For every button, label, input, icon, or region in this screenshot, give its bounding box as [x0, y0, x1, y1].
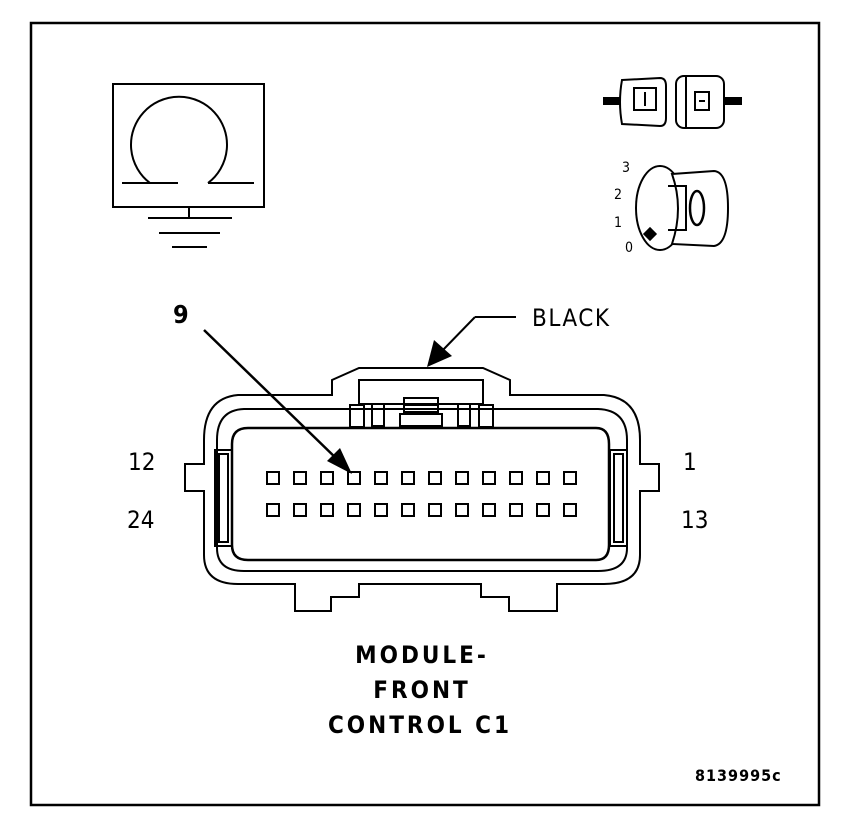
- pin-cavity: [455, 503, 469, 517]
- pin-cavity: [509, 503, 523, 517]
- connector-title-line1: MODULE-: [355, 641, 489, 669]
- pin-cavity: [401, 503, 415, 517]
- pin-cavity: [536, 503, 550, 517]
- connector-title-line3: CONTROL C1: [328, 711, 512, 739]
- ground-symbol-icon: [112, 83, 265, 248]
- pin-label-1: 1: [683, 448, 697, 476]
- pin-cavity-grid: [266, 471, 577, 517]
- pin-cavity: [374, 503, 388, 517]
- pin-cavity: [428, 471, 442, 485]
- pin-cavity: [536, 471, 550, 485]
- pin-cavity: [482, 503, 496, 517]
- pin-cavity: [482, 471, 496, 485]
- pin-cavity: [347, 503, 361, 517]
- pin-cavity: [293, 503, 307, 517]
- pin-cavity: [563, 503, 577, 517]
- pin-cavity: [266, 471, 280, 485]
- pin-cavity: [401, 471, 415, 485]
- figure-id: 8139995c: [695, 766, 782, 785]
- pin-callout-number: 9: [173, 300, 189, 329]
- pin-9-callout-arrow: [203, 329, 352, 474]
- pin-cavity: [374, 471, 388, 485]
- ignition-position-1: 1: [614, 215, 622, 231]
- connector-title-line2: FRONT: [373, 676, 471, 704]
- ignition-position-3: 3: [622, 160, 630, 176]
- pin-label-24: 24: [127, 506, 154, 534]
- pin-cavity: [509, 471, 523, 485]
- ignition-key-icon: [635, 165, 730, 251]
- diagram-frame: [29, 21, 821, 807]
- black-callout-arrow: [427, 316, 516, 367]
- pin-cavity: [563, 471, 577, 485]
- pin-cavity: [347, 471, 361, 485]
- pin-cavity: [293, 471, 307, 485]
- pin-cavity: [455, 471, 469, 485]
- pin-cavity: [320, 503, 334, 517]
- ignition-position-0: 0: [625, 240, 633, 256]
- pin-cavity: [266, 503, 280, 517]
- pin-label-13: 13: [681, 506, 708, 534]
- connector-body: [184, 367, 660, 612]
- connector-disconnected-icon: [603, 75, 742, 129]
- pin-cavity: [428, 503, 442, 517]
- pin-cavity: [320, 471, 334, 485]
- pin-label-12: 12: [128, 448, 155, 476]
- ignition-position-2: 2: [614, 187, 622, 203]
- connector-color-label: BLACK: [532, 304, 610, 332]
